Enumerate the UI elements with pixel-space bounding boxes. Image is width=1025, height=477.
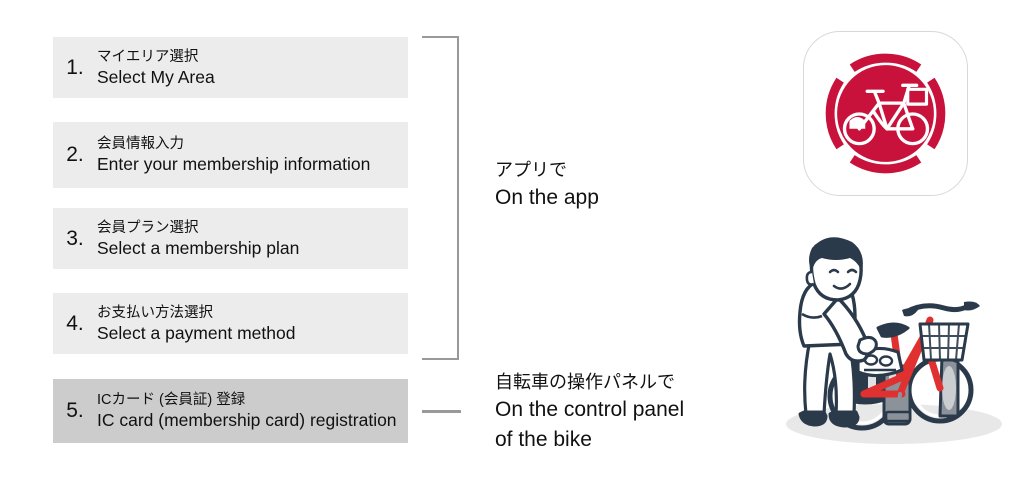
step-label-jp-3: 会員プラン選択	[97, 219, 199, 236]
step-number-2: 2.	[66, 143, 84, 166]
step-row-3: 3. 会員プラン選択 Select a membership plan	[53, 208, 408, 269]
step-label-en-4: Select a payment method	[97, 322, 296, 343]
step-number-3: 3.	[66, 226, 84, 250]
step-text-3: 会員プラン選択 Select a membership plan	[97, 219, 408, 258]
caption-panel-en-line2: of the bike	[495, 427, 592, 451]
step-text-1: マイエリア選択 Select My Area	[97, 48, 408, 87]
connector-dash	[422, 410, 461, 413]
step-label-jp-4: お支払い方法選択	[97, 304, 213, 321]
grouping-bracket	[422, 36, 459, 360]
step-row-4: 4. お支払い方法選択 Select a payment method	[53, 293, 408, 354]
step-text-4: お支払い方法選択 Select a payment method	[97, 304, 408, 343]
app-icon-artwork	[825, 53, 946, 174]
person-with-share-bike-illustration	[772, 228, 1012, 468]
step-number-1: 1.	[66, 55, 84, 79]
bike-illustration-artwork	[786, 237, 1002, 444]
caption-on-the-control-panel: 自転車の操作パネルで On the control panel of the b…	[495, 369, 684, 455]
share-cycle-app-icon	[803, 31, 968, 196]
caption-app-jp: アプリで	[495, 160, 567, 180]
caption-panel-jp: 自転車の操作パネルで	[495, 372, 675, 392]
step-text-2: 会員情報入力 Enter your membership information	[97, 135, 408, 174]
step-label-jp-2: 会員情報入力	[97, 136, 184, 153]
step-row-2: 2. 会員情報入力 Enter your membership informat…	[53, 122, 408, 188]
caption-app-en: On the app	[495, 186, 599, 210]
caption-on-the-app: アプリで On the app	[495, 157, 599, 213]
caption-panel-en-line1: On the control panel	[495, 398, 685, 422]
step-row-1: 1. マイエリア選択 Select My Area	[53, 37, 408, 98]
step-label-jp-1: マイエリア選択	[97, 48, 199, 65]
step-text-5: ICカード (会員証) 登録 IC card (membership card)…	[97, 391, 408, 430]
step-number-5: 5.	[66, 399, 84, 422]
step-label-en-3: Select a membership plan	[97, 237, 300, 258]
step-label-jp-5: ICカード (会員証) 登録	[97, 392, 246, 409]
step-label-en-1: Select My Area	[97, 66, 215, 87]
step-number-4: 4.	[66, 311, 84, 335]
step-label-en-5: IC card (membership card) registration	[97, 410, 397, 431]
step-label-en-2: Enter your membership information	[97, 154, 371, 175]
step-row-5: 5. ICカード (会員証) 登録 IC card (membership ca…	[53, 379, 408, 443]
